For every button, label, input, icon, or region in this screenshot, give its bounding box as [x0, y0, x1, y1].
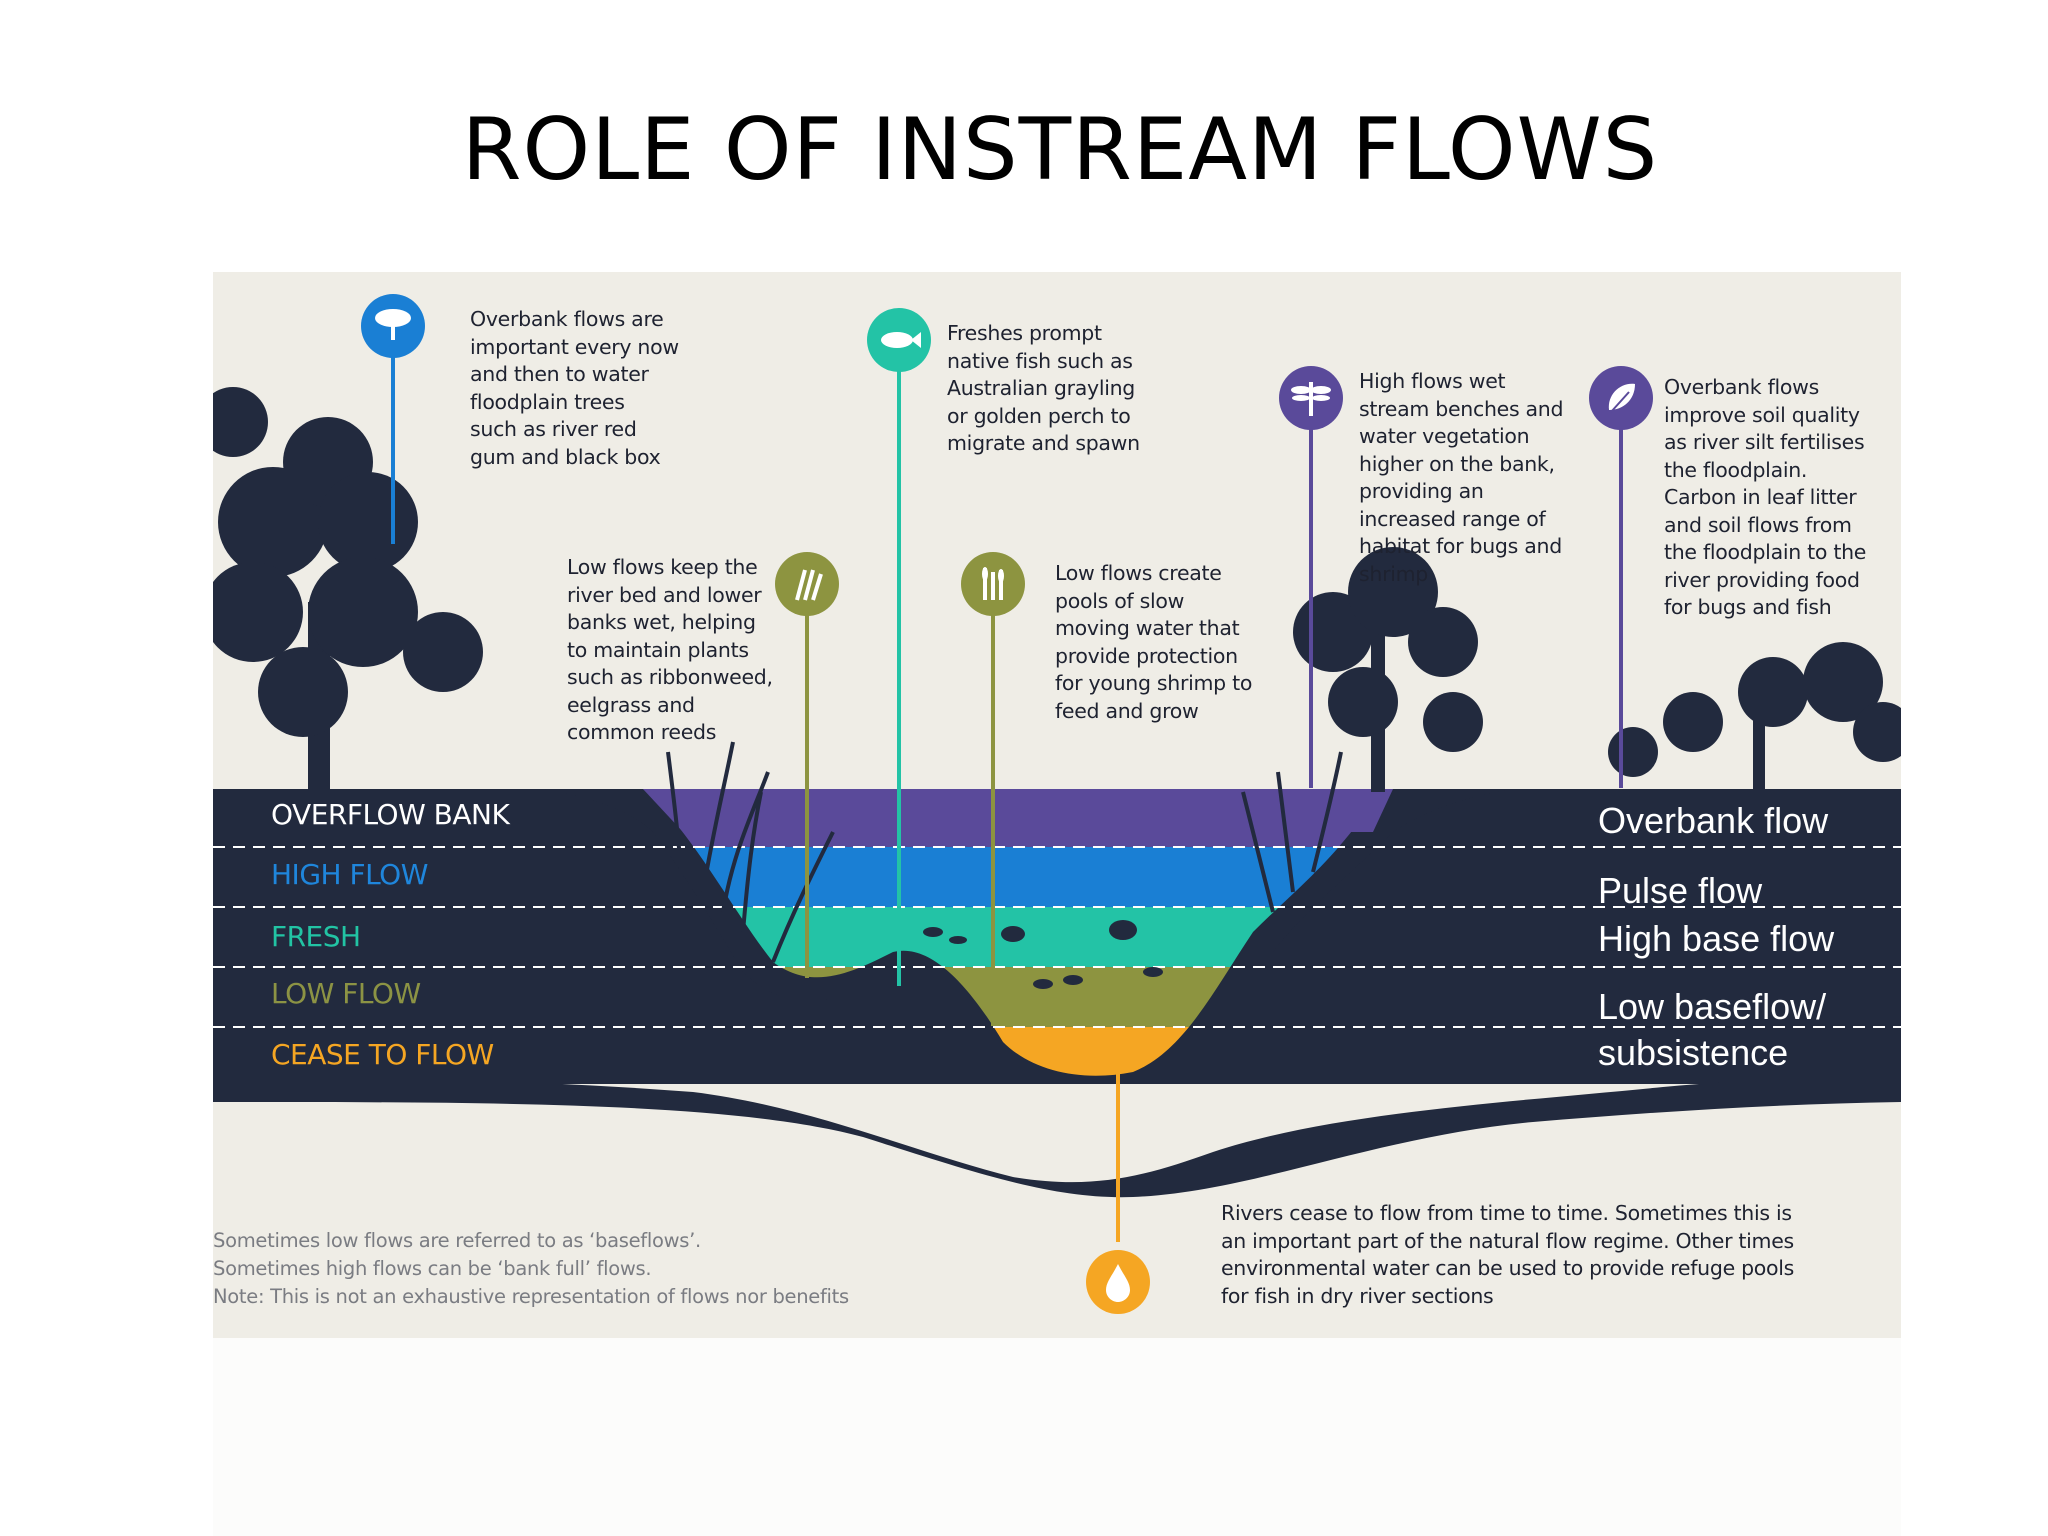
dragonfly-stem [1309, 398, 1313, 788]
annotation-high-flows: High flows wet stream benches and water … [1359, 369, 1564, 586]
reeds-left-stem [805, 586, 809, 978]
footnote: Sometimes low flows are referred to as ‘… [213, 1229, 849, 1308]
annotation-low-flows-pools: Low flows create pools of slow moving wa… [1055, 561, 1253, 723]
annotation-overbank-trees: Overbank flows are important every now a… [470, 307, 679, 469]
water-drop-icon [1086, 1250, 1150, 1314]
right-tree-silhouette [1293, 547, 1901, 792]
level-label-fresh: FRESH [271, 920, 361, 953]
annotation-cease-to-flow: Rivers cease to flow from time to time. … [1221, 1201, 1795, 1308]
tree-icon [361, 294, 425, 358]
left-bank [213, 789, 833, 1002]
slide-title: ROLE OF INSTREAM FLOWS [461, 100, 1659, 200]
annotation-freshes-fish: Freshes prompt native fish such as Austr… [947, 321, 1140, 455]
leaf-icon [1589, 366, 1653, 430]
annotation-overbank-soil: Overbank flows improve soil quality as r… [1664, 375, 1867, 619]
level-label-low-flow: LOW FLOW [271, 977, 421, 1010]
reeds-right-stem [991, 586, 995, 1026]
dragonfly-icon [1279, 366, 1343, 430]
tree-stem [391, 352, 395, 544]
riverbed-curve [213, 1077, 1901, 1198]
flow-diagram: Overbank flows are important every now a… [213, 272, 1901, 1338]
right-label-overbank-flow: Overbank flow [1598, 800, 1829, 841]
reeds [666, 741, 1343, 963]
right-bank [1273, 789, 1901, 952]
right-label-high-base-flow: High base flow [1598, 918, 1835, 959]
overbank-surface [643, 789, 1393, 832]
annotation-low-flows-plants: Low flows keep the river bed and lower b… [567, 555, 773, 744]
reeds-icon [961, 552, 1025, 616]
drop-stem [1116, 1072, 1120, 1242]
fish-icon [867, 308, 931, 372]
right-label-low-baseflow: Low baseflow/ subsistence [1598, 986, 1827, 1073]
reeds-icon [775, 552, 839, 616]
level-label-high-flow: HIGH FLOW [271, 858, 428, 891]
right-label-pulse-flow: Pulse flow [1598, 870, 1763, 911]
left-tree-silhouette [213, 387, 483, 802]
leaf-stem [1619, 398, 1623, 788]
level-lines [213, 846, 1901, 1028]
fish-silhouettes [923, 920, 1163, 989]
level-label-cease-to-flow: CEASE TO FLOW [271, 1038, 494, 1071]
bottom-band [213, 1338, 1901, 1536]
fish-stem [897, 356, 901, 986]
level-label-overflow-bank: OVERFLOW BANK [271, 798, 510, 831]
river-cross-section [213, 387, 1901, 1198]
